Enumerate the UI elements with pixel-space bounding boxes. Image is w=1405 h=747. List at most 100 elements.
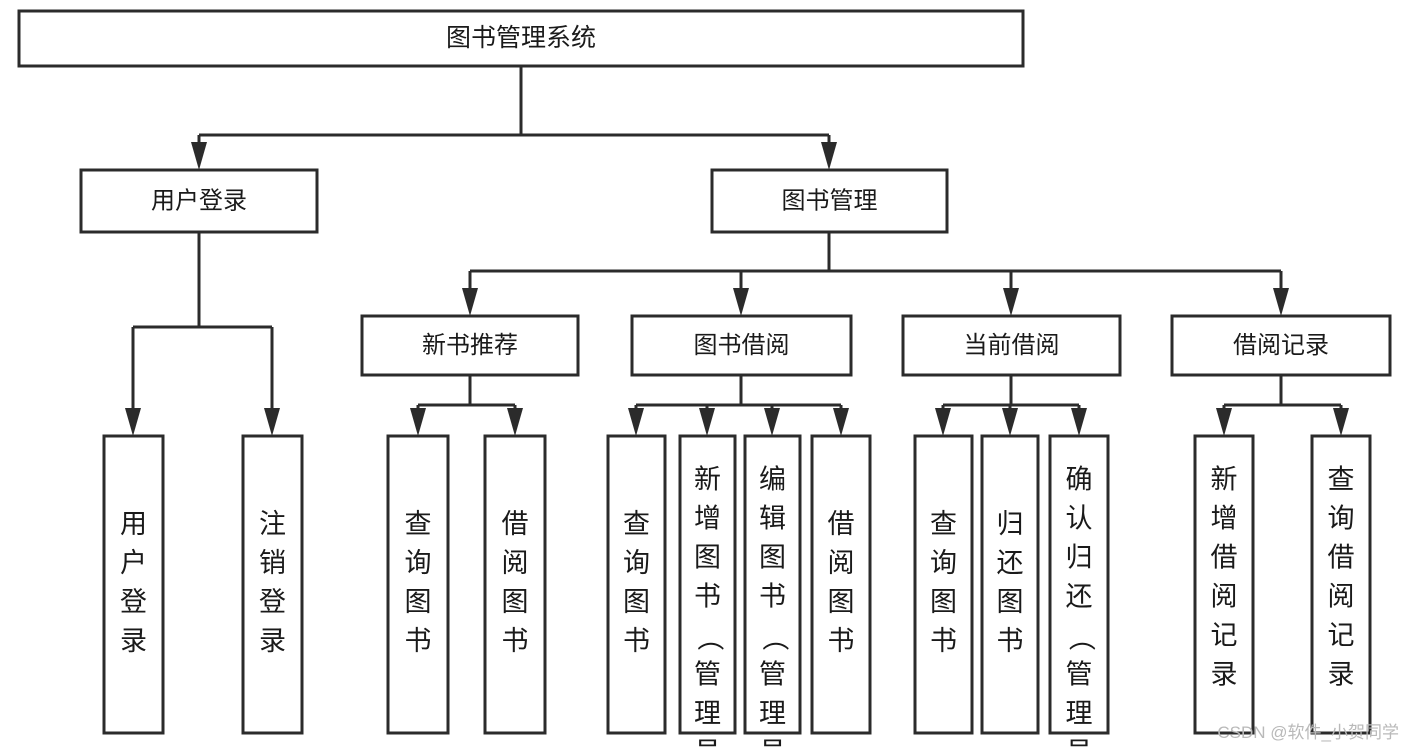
leaf-add-book-label-char: 增 xyxy=(694,504,721,534)
leaf-user-login-label-char: 录 xyxy=(120,626,147,656)
leaf-edit-book-label-char: 书 xyxy=(759,582,786,612)
leaf-edit-book-label-char: 编 xyxy=(759,465,786,495)
leaf-logout-label-char: 注 xyxy=(259,509,286,539)
leaf-query-book-2-label-char: 书 xyxy=(623,626,650,656)
leaf-query-record-label-char: 借 xyxy=(1328,543,1355,573)
leaf-nodes-layer: 用户登录注销登录查询图书借阅图书查询图书新增图书（管理员）编辑图书（管理员）借阅… xyxy=(102,434,1372,747)
node-leaf-user-login[interactable]: 用户登录 xyxy=(102,434,165,735)
leaf-add-book-box[interactable] xyxy=(678,434,737,735)
leaf-add-book-label-char: 理 xyxy=(694,699,721,729)
book-management-box[interactable] xyxy=(710,168,949,234)
node-borrow-record[interactable]: 借阅记录 xyxy=(1170,314,1392,377)
root-to-level1-arrow-0 xyxy=(191,142,207,170)
leaf-user-login-label-char: 用 xyxy=(120,509,147,539)
leaf-query-book-3-label-char: 询 xyxy=(930,548,957,578)
leaf-add-record-label-char: 记 xyxy=(1211,621,1238,651)
leaf-user-login-label-char: 户 xyxy=(120,548,147,578)
book-borrow-to-leaves-arrow-2 xyxy=(764,408,780,436)
leaf-edit-book-label-char: （ xyxy=(759,624,789,651)
leaf-confirm-return-box[interactable] xyxy=(1048,434,1110,735)
leaf-query-book-1-label-char: 询 xyxy=(405,548,432,578)
book-management-to-level2-arrow-3 xyxy=(1273,288,1289,316)
leaf-query-book-1-label-char: 查 xyxy=(405,509,432,539)
leaf-add-book-label-char: 新 xyxy=(694,465,721,495)
new-book-recommend-label: 新书推荐 xyxy=(422,332,518,359)
leaf-query-book-1-box[interactable] xyxy=(386,434,450,735)
leaf-edit-book-label-char: 员 xyxy=(759,738,786,747)
leaf-user-login-label-char: 登 xyxy=(120,587,147,617)
leaf-return-book-label-char: 书 xyxy=(997,626,1024,656)
leaf-query-record-label-char: 查 xyxy=(1328,465,1355,495)
borrow-record-to-leaves-arrow-1 xyxy=(1333,408,1349,436)
leaf-user-login-box[interactable] xyxy=(102,434,165,735)
node-book-management[interactable]: 图书管理 xyxy=(710,168,949,234)
leaf-logout-label-char: 登 xyxy=(259,587,286,617)
leaf-return-book-box[interactable] xyxy=(980,434,1040,735)
user-login-box[interactable] xyxy=(79,168,319,234)
leaf-borrow-book-2-box[interactable] xyxy=(810,434,872,735)
leaf-edit-book-label-char: 辑 xyxy=(759,504,786,534)
user-login-to-leaves-arrow-0 xyxy=(125,408,141,436)
root-box[interactable] xyxy=(17,9,1025,68)
leaf-edit-book-box[interactable] xyxy=(743,434,802,735)
leaf-borrow-book-2-label-char: 借 xyxy=(828,509,855,539)
leaf-confirm-return-label-char: 归 xyxy=(1066,543,1093,573)
node-new-book-recommend[interactable]: 新书推荐 xyxy=(360,314,580,377)
leaf-query-book-3-box[interactable] xyxy=(913,434,974,735)
leaf-add-record-box[interactable] xyxy=(1193,434,1255,735)
book-management-to-level2-arrow-1 xyxy=(733,288,749,316)
leaf-query-record-box[interactable] xyxy=(1310,434,1372,735)
node-book-borrow[interactable]: 图书借阅 xyxy=(630,314,853,377)
leaf-confirm-return-label-char: 理 xyxy=(1066,699,1093,729)
current-borrow-label: 当前借阅 xyxy=(964,332,1060,359)
new-book-recommend-box[interactable] xyxy=(360,314,580,377)
leaf-add-record-label-char: 增 xyxy=(1211,504,1238,534)
book-borrow-label: 图书借阅 xyxy=(694,332,790,359)
leaf-return-book-label-char: 图 xyxy=(997,587,1024,617)
leaf-query-book-2-label-char: 图 xyxy=(623,587,650,617)
leaf-query-record-label-char: 记 xyxy=(1328,621,1355,651)
leaf-logout-label-char: 录 xyxy=(259,626,286,656)
leaf-edit-book-label-char: 理 xyxy=(759,699,786,729)
leaf-query-book-3-label-char: 查 xyxy=(930,509,957,539)
leaf-query-book-2-box[interactable] xyxy=(606,434,667,735)
leaf-query-book-1-label-char: 图 xyxy=(405,587,432,617)
borrow-record-box[interactable] xyxy=(1170,314,1392,377)
leaf-query-book-1-label-char: 书 xyxy=(405,626,432,656)
leaf-query-record-label-char: 阅 xyxy=(1328,582,1355,612)
leaf-add-book-label-char: 管 xyxy=(694,660,721,690)
current-borrow-box[interactable] xyxy=(901,314,1122,377)
leaf-query-book-2-label-char: 查 xyxy=(623,509,650,539)
leaf-borrow-book-2-label-char: 图 xyxy=(828,587,855,617)
node-root[interactable]: 图书管理系统 xyxy=(17,9,1025,68)
book-management-label: 图书管理 xyxy=(782,187,878,214)
leaf-query-record-label-char: 询 xyxy=(1328,504,1355,534)
leaf-query-book-3-label-char: 图 xyxy=(930,587,957,617)
leaf-return-book-label-char: 归 xyxy=(997,509,1024,539)
recommend-to-leaves-arrow-1 xyxy=(507,408,523,436)
root-label: 图书管理系统 xyxy=(446,24,596,52)
recommend-to-leaves-arrow-0 xyxy=(410,408,426,436)
leaf-logout-box[interactable] xyxy=(241,434,304,735)
leaf-borrow-book-1-label-char: 书 xyxy=(502,626,529,656)
book-management-to-level2-arrow-2 xyxy=(1003,288,1019,316)
book-borrow-box[interactable] xyxy=(630,314,853,377)
node-current-borrow[interactable]: 当前借阅 xyxy=(901,314,1122,377)
book-borrow-to-leaves-arrow-1 xyxy=(699,408,715,436)
leaf-borrow-book-1-box[interactable] xyxy=(483,434,547,735)
node-user-login[interactable]: 用户登录 xyxy=(79,168,319,234)
leaf-add-record-label-char: 录 xyxy=(1211,660,1238,690)
